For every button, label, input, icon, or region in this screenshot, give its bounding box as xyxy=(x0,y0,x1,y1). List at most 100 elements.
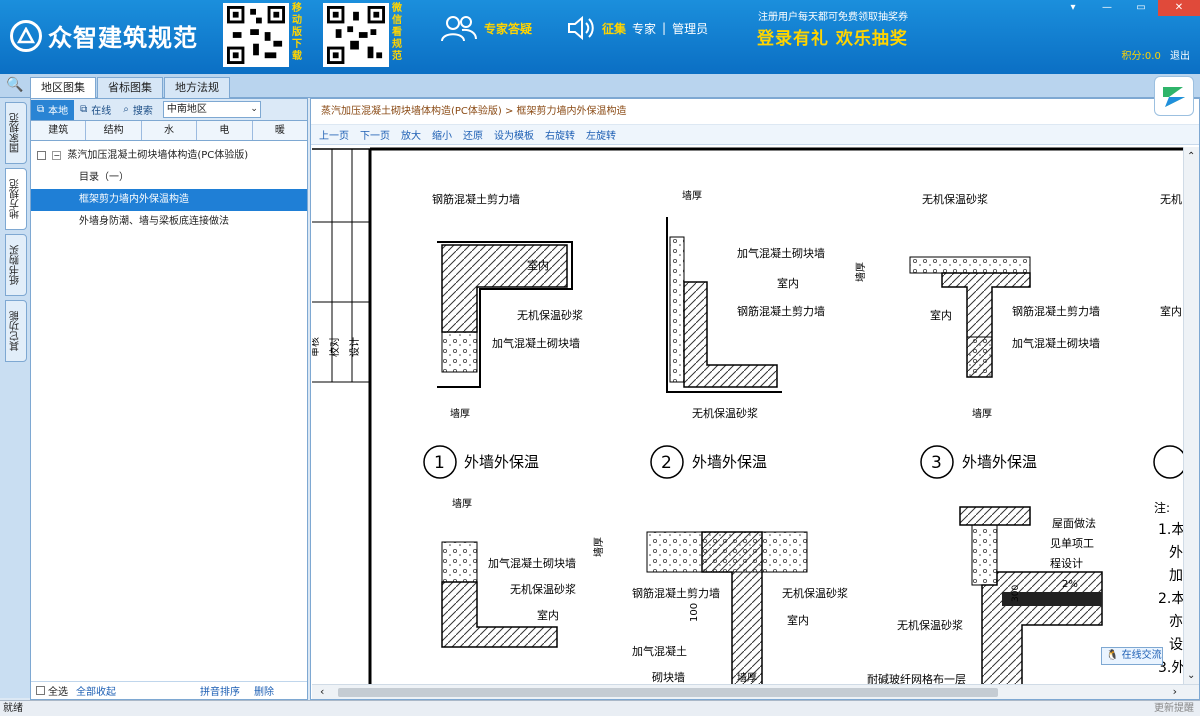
label: 墙厚 xyxy=(972,407,992,420)
tree-item[interactable]: 目录（一） xyxy=(79,172,129,183)
qq-icon: 🐧 xyxy=(1106,650,1119,661)
note-text: 加 xyxy=(1169,568,1183,584)
maximize-icon[interactable]: ▭ xyxy=(1136,2,1146,13)
logout-link[interactable]: 退出 xyxy=(1170,51,1190,62)
online-button[interactable]: ⧉在线 xyxy=(74,100,117,120)
admin-label[interactable]: 管理员 xyxy=(672,21,709,36)
label: 墙厚 xyxy=(592,537,605,557)
category-architecture[interactable]: 建筑 xyxy=(31,121,87,140)
category-structure[interactable]: 结构 xyxy=(86,121,142,140)
document-tree: − 蒸汽加压混凝土砌块墙体构造(PC体验版) 目录（一） 框架剪力墙内外保温构造… xyxy=(31,141,307,233)
delete-link[interactable]: 删除 xyxy=(254,687,274,698)
scroll-down-icon[interactable]: ⌄ xyxy=(1187,670,1196,681)
next-page-button[interactable]: 下一页 xyxy=(360,131,390,142)
tree-root[interactable]: − 蒸汽加压混凝土砌块墙体构造(PC体验版) xyxy=(31,145,307,167)
construction-drawing: 审核 校对 设计 钢筋混凝土剪力墙 室内 无机保温砂浆 加气混凝土砌块墙 墙厚 … xyxy=(312,147,1183,685)
people-icon xyxy=(441,16,477,42)
zoom-out-button[interactable]: 缩小 xyxy=(432,131,452,142)
search-icon[interactable]: 🔍 xyxy=(6,77,24,93)
label: 无机保温砂浆 xyxy=(517,308,583,322)
expert-qa-button[interactable]: 专家答疑 xyxy=(440,14,532,42)
tree-root-label: 蒸汽加压混凝土砌块墙体构造(PC体验版) xyxy=(67,150,249,161)
label: 无机 xyxy=(1160,192,1182,206)
label: 无机保温砂浆 xyxy=(692,406,758,420)
scroll-up-icon[interactable]: ⌃ xyxy=(1187,151,1196,162)
rotate-left-button[interactable]: 左旋转 xyxy=(586,131,616,142)
horizontal-scrollbar[interactable]: ‹ › xyxy=(312,684,1199,699)
detail-5: 墙厚 钢筋混凝土剪力墙 无机保温砂浆 室内 100 加气混凝土 砌块墙 墙厚 xyxy=(592,531,848,685)
recruit-label: 征集 xyxy=(602,21,627,36)
reset-button[interactable]: 还原 xyxy=(463,131,483,142)
set-template-button[interactable]: 设为模板 xyxy=(494,131,534,142)
label: 钢筋混凝土剪力墙 xyxy=(1012,304,1100,318)
status-bar: 就绪 更新提醒 xyxy=(0,700,1200,716)
vertical-scrollbar[interactable]: ⌃ ⌄ xyxy=(1183,147,1199,685)
label: 见单项工 xyxy=(1050,537,1094,550)
title-block-text: 设计 xyxy=(348,337,361,357)
checkbox[interactable] xyxy=(37,150,46,160)
app-logo: 众智建筑规范 xyxy=(10,18,198,53)
label: 屋面做法 xyxy=(1052,516,1096,530)
close-icon[interactable]: ✕ xyxy=(1158,0,1200,16)
wechat-label: 微信看规范 xyxy=(392,3,402,62)
viewer-toolbar: 上一页 下一页 放大 缩小 还原 设为模板 右旋转 左旋转 xyxy=(311,125,1199,145)
left-panel: ⧉本地 ⧉在线 ⌕搜索 中南地区⌄ 建筑 结构 水 电 暖 − 蒸汽加压混凝土砌… xyxy=(30,98,308,700)
online-chat-button[interactable]: 🐧 在线交流 xyxy=(1101,647,1163,665)
update-reminder[interactable]: 更新提醒 xyxy=(1154,703,1194,714)
wechat-qr-code xyxy=(323,3,389,67)
tree-item-selected[interactable]: 框架剪力墙内外保温构造 xyxy=(31,189,307,211)
tab-regional-atlas[interactable]: 地区图集 xyxy=(30,77,96,99)
zoom-in-button[interactable]: 放大 xyxy=(401,131,421,142)
online-chat-label: 在线交流 xyxy=(1121,650,1162,661)
label: 程设计 xyxy=(1050,557,1083,570)
scroll-left-icon[interactable]: ‹ xyxy=(320,685,325,698)
separator: | xyxy=(662,21,667,35)
search-button[interactable]: ⌕搜索 xyxy=(117,100,159,120)
dropdown-icon[interactable]: ▾ xyxy=(1070,2,1076,13)
label: 无机保温砂浆 xyxy=(922,192,988,206)
category-water[interactable]: 水 xyxy=(142,121,198,140)
scroll-right-icon[interactable]: › xyxy=(1172,685,1177,698)
label: 室内 xyxy=(537,608,559,622)
side-tab-other[interactable]: 其它功能 xyxy=(5,300,27,362)
scroll-thumb[interactable] xyxy=(338,688,998,697)
side-tab-books[interactable]: 纸书购买 xyxy=(5,234,27,296)
top-tab-bar: 🔍 地区图集 省标图集 地方法规 xyxy=(0,74,1200,99)
local-icon: ⧉ xyxy=(37,104,45,115)
side-tab-national[interactable]: 国家规范 xyxy=(5,102,27,164)
tab-provincial-atlas[interactable]: 省标图集 xyxy=(97,77,163,98)
select-all-checkbox[interactable] xyxy=(36,686,45,695)
label: 无机保温砂浆 xyxy=(782,586,848,600)
note-text: 1.本 xyxy=(1158,522,1183,538)
side-tab-bar: 国家规范 地方规范 纸书购买 其它功能 xyxy=(0,98,30,698)
label: 墙厚 xyxy=(854,262,867,282)
local-button[interactable]: ⧉本地 xyxy=(31,99,75,120)
pinyin-sort-link[interactable]: 拼音排序 xyxy=(200,687,240,698)
tree-item[interactable]: 外墙身防潮、墙与梁板底连接做法 xyxy=(79,216,229,227)
category-electric[interactable]: 电 xyxy=(197,121,253,140)
label: 加气混凝土砌块墙 xyxy=(737,246,825,260)
app-title: 众智建筑规范 xyxy=(48,24,198,52)
recruit-expert-button[interactable]: 征集 专家 | 管理员 xyxy=(566,14,708,42)
region-value: 中南地区 xyxy=(166,104,207,115)
collapse-icon[interactable]: − xyxy=(52,150,62,160)
floating-app-icon[interactable] xyxy=(1154,76,1194,116)
dimension: 300 xyxy=(1011,585,1021,602)
minimize-icon[interactable]: — xyxy=(1102,2,1112,13)
promo-lottery-link[interactable]: 登录有礼 欢乐抽奖 xyxy=(757,29,908,49)
prev-page-button[interactable]: 上一页 xyxy=(319,131,349,142)
region-select[interactable]: 中南地区⌄ xyxy=(162,101,261,118)
tab-local-regulations[interactable]: 地方法规 xyxy=(164,77,230,98)
expert-label: 专家 xyxy=(632,21,657,36)
collapse-all-link[interactable]: 全部收起 xyxy=(76,687,116,698)
category-hvac[interactable]: 暖 xyxy=(274,125,285,136)
rotate-right-button[interactable]: 右旋转 xyxy=(545,131,575,142)
label: 墙厚 xyxy=(737,671,757,684)
note-text: 注: xyxy=(1154,500,1170,515)
drawing-canvas[interactable]: 审核 校对 设计 钢筋混凝土剪力墙 室内 无机保温砂浆 加气混凝土砌块墙 墙厚 … xyxy=(312,147,1183,685)
side-tab-local[interactable]: 地方规范 xyxy=(5,168,27,230)
online-label: 在线 xyxy=(91,106,112,117)
caption: 外墙外保温 xyxy=(464,453,539,471)
note-text: 设 xyxy=(1169,637,1183,653)
search-small-icon: ⌕ xyxy=(123,104,129,115)
